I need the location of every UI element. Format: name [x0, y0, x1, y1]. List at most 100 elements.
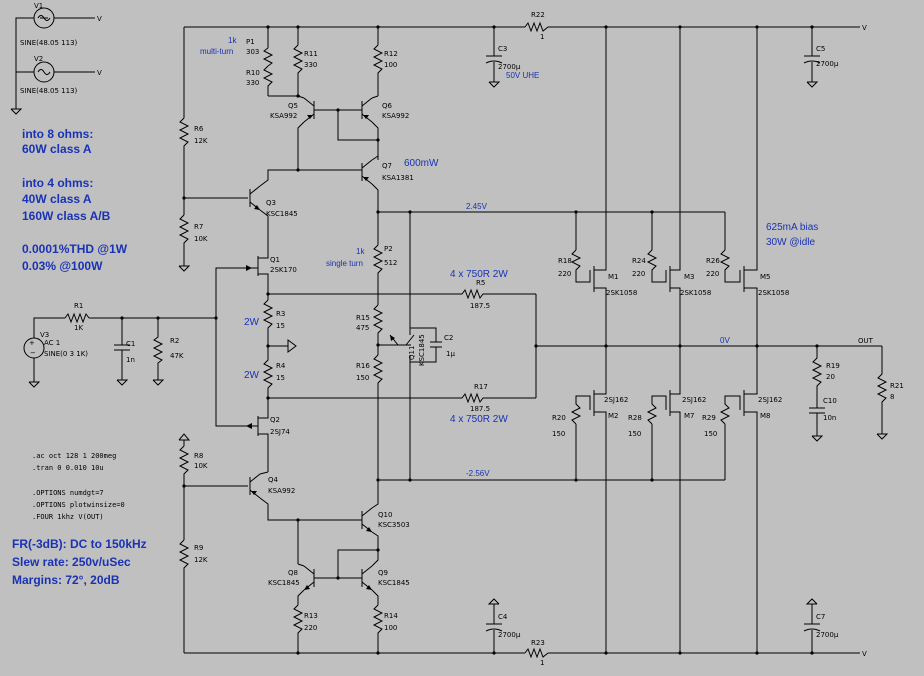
capacitor-c1: C1 1n: [114, 318, 135, 386]
svg-text:Q11: Q11: [408, 346, 416, 360]
svg-text:R11: R11: [304, 50, 318, 58]
svg-text:4 x 750R 2W: 4 x 750R 2W: [450, 269, 508, 280]
svg-text:475: 475: [356, 324, 369, 332]
resistor-r6: R6 12K: [178, 117, 208, 150]
svg-text:187.5: 187.5: [470, 405, 490, 413]
svg-text:R23: R23: [531, 639, 545, 647]
mosfet-m8: R29 150 M8 2SJ162: [702, 346, 782, 480]
svg-text:KSC1845: KSC1845: [418, 334, 426, 366]
transistor-q10: Q10 KSC3503: [361, 470, 410, 548]
resistor-r13: R13 220: [292, 604, 318, 653]
svg-text:8: 8: [890, 393, 894, 401]
transistor-q5: Q5 KSA992: [270, 95, 315, 170]
resistor-r22: R22 1: [524, 11, 549, 41]
svg-text:M7: M7: [684, 412, 695, 420]
svg-text:625mA bias: 625mA bias: [766, 222, 818, 233]
svg-text:220: 220: [632, 270, 645, 278]
svg-text:1: 1: [540, 659, 544, 667]
capacitor-c3: C3 2700µ 50V UHE: [485, 27, 539, 88]
mosfet-m5: R26 220 M5 2SK1058: [706, 212, 789, 346]
resistor-r12: R12 100: [372, 44, 398, 96]
svg-text:C2: C2: [444, 334, 453, 342]
resistor-r21: R21 8: [876, 346, 904, 440]
svg-text:1k: 1k: [356, 247, 365, 256]
svg-text:150: 150: [552, 430, 565, 438]
spec-notes: FR(-3dB): DC to 150kHz Slew rate: 250v/u…: [12, 537, 147, 587]
rail-label-top: V: [862, 24, 867, 32]
svg-text:.ac oct 128 1 200meg: .ac oct 128 1 200meg: [32, 452, 116, 460]
svg-text:M5: M5: [760, 273, 771, 281]
svg-text:.OPTIONS numdgt=7: .OPTIONS numdgt=7: [32, 489, 104, 497]
svg-text:4 x 750R 2W: 4 x 750R 2W: [450, 414, 508, 425]
svg-text:2SK1058: 2SK1058: [758, 289, 789, 297]
svg-text:C10: C10: [823, 397, 837, 405]
mosfet-m7: R28 150 M7 2SJ162: [628, 346, 706, 480]
resistor-r11: R11 330: [292, 44, 318, 96]
resistor-r9: R9 12K: [178, 539, 208, 572]
svg-text:M8: M8: [760, 412, 771, 420]
svg-text:C5: C5: [816, 45, 825, 53]
rail-label-bottom: V: [862, 650, 867, 658]
svg-text:187.5: 187.5: [470, 302, 490, 310]
transistor-q11: Q11 KSC1845: [389, 212, 426, 480]
svg-text:160W class A/B: 160W class A/B: [22, 209, 111, 223]
svg-text:2SK1058: 2SK1058: [606, 289, 637, 297]
svg-text:2SJ162: 2SJ162: [758, 396, 782, 404]
svg-text:into 4 ohms:: into 4 ohms:: [22, 176, 93, 190]
resistor-r3: R3 15 2W: [244, 299, 285, 346]
svg-text:10K: 10K: [194, 235, 208, 243]
svg-text:60W class A: 60W class A: [22, 142, 92, 156]
capacitor-c4: C4 2700µ: [485, 598, 521, 653]
svg-text:V1: V1: [34, 2, 43, 10]
svg-text:R26: R26: [706, 257, 720, 265]
capacitor-c5: C5 2700µ: [803, 27, 839, 88]
svg-text:M2: M2: [608, 412, 619, 420]
svg-text:40W class A: 40W class A: [22, 192, 92, 206]
svg-text:330: 330: [246, 79, 259, 87]
svg-text:KSA992: KSA992: [270, 112, 297, 120]
svg-text:V3: V3: [40, 331, 49, 339]
svg-text:+: +: [29, 339, 35, 347]
svg-text:.FOUR 1khz V(OUT): .FOUR 1khz V(OUT): [32, 513, 104, 521]
svg-text:C4: C4: [498, 613, 508, 621]
svg-text:R5: R5: [476, 279, 485, 287]
resistor-r14: R14 100: [372, 604, 398, 653]
svg-text:100: 100: [384, 624, 397, 632]
svg-text:10K: 10K: [194, 462, 208, 470]
svg-text:150: 150: [628, 430, 641, 438]
svg-text:1µ: 1µ: [446, 350, 455, 358]
svg-text:2700µ: 2700µ: [498, 631, 521, 639]
svg-text:-2.56V: -2.56V: [466, 469, 490, 478]
svg-text:15: 15: [276, 374, 285, 382]
resistor-r2: R2 47K: [152, 318, 184, 386]
potentiometer-p2: P2 512 1k single turn: [326, 244, 397, 305]
svg-text:Q3: Q3: [266, 199, 276, 207]
mosfet-m2: R20 150 M2 2SJ162: [552, 346, 628, 480]
svg-text:SINE(48.05 113): SINE(48.05 113): [20, 87, 78, 95]
transistor-q2: Q2 2SJ74: [215, 318, 290, 472]
svg-text:R10: R10: [246, 69, 260, 77]
transistor-q4: Q4 KSA992: [249, 471, 362, 521]
svg-text:KSA1381: KSA1381: [382, 174, 414, 182]
svg-text:2700µ: 2700µ: [498, 63, 521, 71]
svg-text:Q4: Q4: [268, 476, 279, 484]
svg-text:KSC1845: KSC1845: [268, 579, 300, 587]
svg-text:P1: P1: [246, 38, 255, 46]
svg-text:SINE(48.05 113): SINE(48.05 113): [20, 39, 78, 47]
resistor-r1: R1 1K: [64, 302, 90, 332]
svg-text:R12: R12: [384, 50, 398, 58]
svg-text:R6: R6: [194, 125, 204, 133]
positive-rail: V: [184, 24, 867, 32]
svg-text:M1: M1: [608, 273, 619, 281]
svg-text:R22: R22: [531, 11, 545, 19]
svg-text:2700µ: 2700µ: [816, 60, 839, 68]
svg-text:KSC1845: KSC1845: [378, 579, 410, 587]
svg-text:Q5: Q5: [288, 102, 298, 110]
svg-text:2W: 2W: [244, 317, 260, 328]
svg-text:.tran 0 0.010 10u: .tran 0 0.010 10u: [32, 464, 104, 472]
svg-text:Q9: Q9: [378, 569, 388, 577]
svg-text:600mW: 600mW: [404, 158, 439, 169]
source-v1: V V1 SINE(48.05 113): [15, 2, 102, 105]
svg-text:1n: 1n: [126, 356, 135, 364]
